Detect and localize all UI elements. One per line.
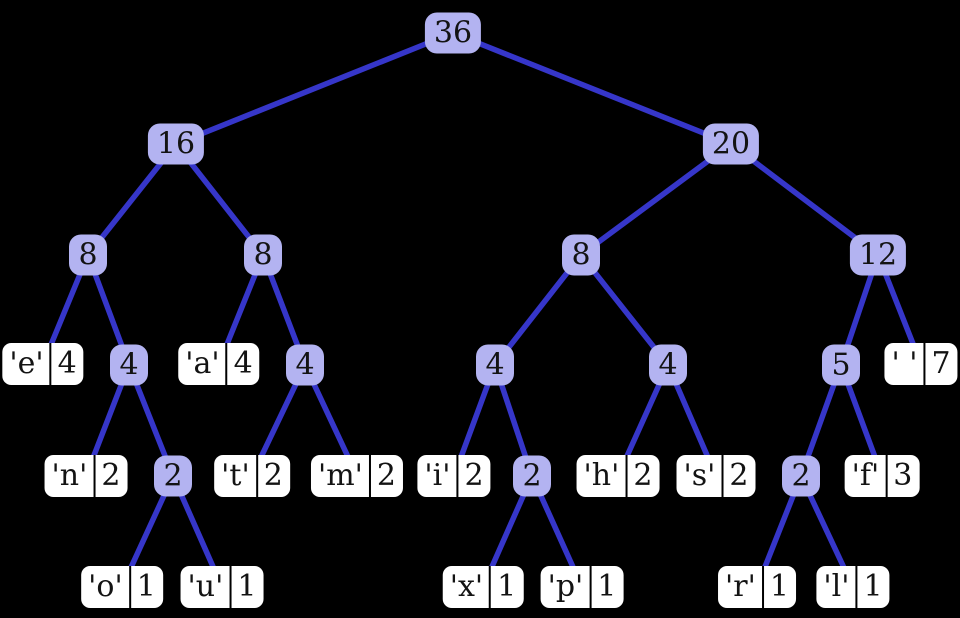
leaf-char-label: 'p'	[541, 566, 592, 608]
internal-node-2: 2	[782, 455, 820, 497]
leaf-node-sp: ' '7	[884, 343, 958, 385]
leaf-count-label: 1	[497, 569, 517, 604]
internal-node-20: 20	[702, 123, 760, 165]
leaf-node-o: 'o'1	[81, 566, 163, 608]
internal-node-2: 2	[154, 455, 192, 497]
leaf-count-label: 1	[237, 569, 257, 604]
node-weight-label: 4	[295, 347, 315, 382]
internal-node-12: 12	[849, 234, 907, 276]
leaf-char-label: 'n'	[45, 455, 96, 497]
node-weight-label: 4	[658, 347, 678, 382]
leaf-node-x: 'x'1	[442, 566, 524, 608]
internal-node-4: 4	[110, 344, 148, 386]
node-weight-label: 2	[163, 458, 183, 493]
leaf-count-label: 4	[233, 346, 253, 381]
leaf-count-label: 2	[376, 458, 397, 493]
leaf-count-label: 1	[863, 569, 883, 604]
internal-node-4: 4	[649, 344, 687, 386]
leaf-count-label: 1	[597, 569, 617, 604]
leaf-char-label: 'u'	[181, 566, 232, 608]
node-weight-label: 8	[78, 237, 98, 272]
internal-node-4: 4	[476, 344, 514, 386]
node-weight-label: 36	[433, 15, 473, 50]
leaf-char-label: 'r'	[718, 566, 764, 608]
leaf-count-label: 2	[263, 458, 283, 493]
tree-edge-i20-i8c	[578, 141, 734, 258]
tree-edge-i36-i20	[450, 30, 734, 147]
leaf-char-label: 's'	[677, 455, 724, 497]
internal-node-16: 16	[147, 123, 205, 165]
leaf-char-label: 'x'	[443, 566, 492, 608]
node-weight-label: 2	[522, 458, 542, 493]
leaf-char-label: 'e'	[2, 343, 52, 385]
leaf-count-label: 2	[729, 458, 749, 493]
node-weight-label: 16	[156, 126, 196, 161]
leaf-count-label: 3	[893, 458, 913, 493]
leaf-node-i: 'i'2	[417, 455, 491, 497]
leaf-node-h: 'h'2	[576, 455, 660, 497]
internal-node-5: 5	[822, 344, 860, 386]
leaf-count-label: 1	[136, 569, 156, 604]
tree-edge-i36-i16	[173, 30, 456, 147]
leaf-count-label: 1	[769, 569, 789, 604]
leaf-node-m: 'm'2	[310, 455, 404, 497]
internal-node-2: 2	[513, 455, 551, 497]
node-weight-label: 4	[119, 347, 139, 382]
node-weight-label: 8	[571, 237, 591, 272]
leaf-char-label: 'f'	[845, 455, 888, 497]
internal-node-36: 36	[424, 12, 482, 54]
leaf-char-label: 'l'	[816, 566, 858, 608]
leaf-node-a: 'a'4	[178, 343, 260, 385]
leaf-count-label: 2	[464, 458, 484, 493]
internal-node-8: 8	[562, 234, 600, 276]
leaf-count-label: 4	[57, 346, 77, 381]
leaf-char-label: 'o'	[81, 566, 131, 608]
node-weight-label: 2	[791, 458, 811, 493]
leaf-count-label: 2	[633, 458, 653, 493]
leaf-node-r: 'r'1	[718, 566, 796, 608]
leaf-count-label: 2	[101, 458, 121, 493]
node-weight-label: 5	[831, 347, 851, 382]
internal-node-4: 4	[286, 344, 324, 386]
node-weight-label: 8	[253, 237, 273, 272]
leaf-node-l: 'l'1	[816, 566, 890, 608]
leaf-node-s: 's'2	[676, 455, 756, 497]
node-weight-label: 20	[711, 126, 751, 161]
node-weight-label: 12	[858, 237, 898, 272]
leaf-char-label: 'h'	[577, 455, 628, 497]
leaf-char-label: 'a'	[178, 343, 228, 385]
leaf-count-label: 7	[931, 346, 951, 381]
leaf-node-e: 'e'4	[2, 343, 84, 385]
leaf-node-f: 'f'3	[844, 455, 920, 497]
leaf-char-label: 't'	[214, 455, 258, 497]
leaf-node-p: 'p'1	[540, 566, 624, 608]
leaf-char-label: 'i'	[417, 455, 459, 497]
internal-node-8: 8	[244, 234, 282, 276]
leaf-node-n: 'n'2	[44, 455, 128, 497]
leaf-char-label: 'm'	[311, 455, 371, 497]
leaf-char-label: ' '	[884, 343, 926, 385]
leaf-node-t: 't'2	[214, 455, 290, 497]
node-weight-label: 4	[485, 347, 505, 382]
internal-node-8: 8	[69, 234, 107, 276]
leaf-node-u: 'u'1	[180, 566, 264, 608]
